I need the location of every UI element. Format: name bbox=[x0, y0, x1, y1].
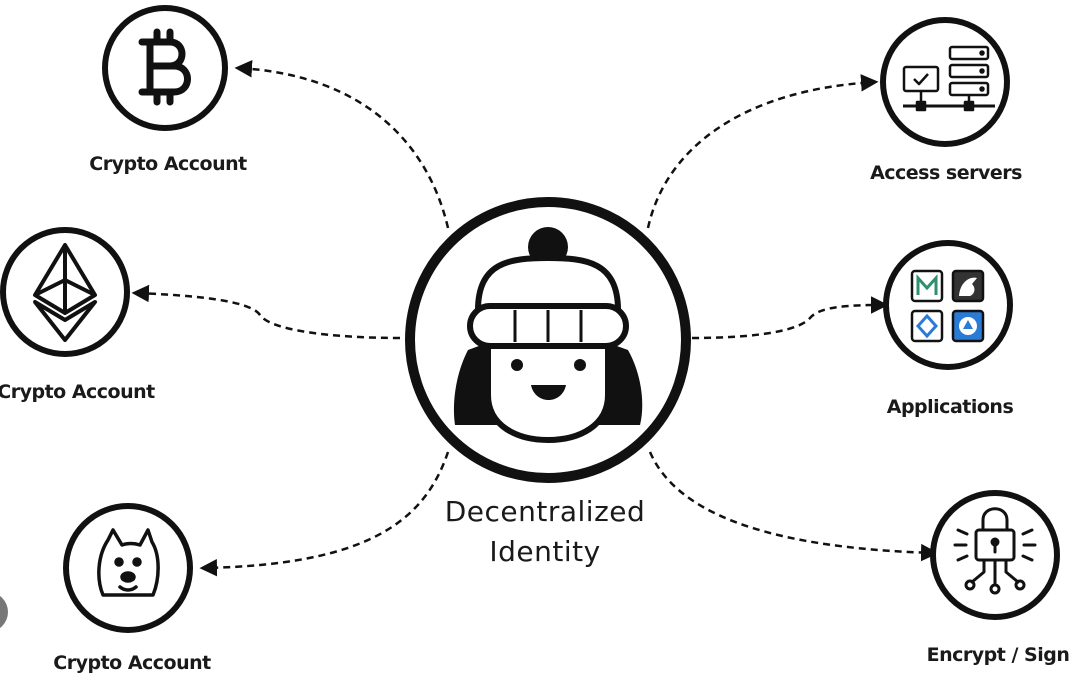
center-title: Decentralized Identity bbox=[445, 492, 646, 572]
label-crypto-account-bitcoin: Crypto Account bbox=[89, 153, 247, 175]
node-access-servers bbox=[880, 17, 1010, 147]
connector-dogecoin bbox=[199, 451, 450, 577]
bitcoin-icon bbox=[138, 28, 191, 106]
edge-decoration bbox=[0, 596, 8, 628]
connector-ethereum bbox=[131, 284, 401, 340]
label-crypto-account-dogecoin: Crypto Account bbox=[53, 652, 211, 674]
center-node bbox=[405, 197, 691, 483]
user-beanie-avatar-icon bbox=[453, 227, 643, 444]
center-title-line2: Identity bbox=[489, 535, 601, 568]
dogecoin-icon bbox=[97, 528, 160, 597]
connector-applications bbox=[691, 296, 889, 340]
connector-encrypt bbox=[648, 451, 939, 562]
node-encrypt-sign bbox=[930, 490, 1060, 620]
node-ethereum bbox=[0, 227, 130, 357]
label-access-servers: Access servers bbox=[870, 162, 1022, 184]
node-bitcoin bbox=[102, 5, 228, 131]
connector-servers bbox=[646, 74, 879, 229]
label-applications: Applications bbox=[886, 396, 1014, 418]
label-encrypt-sign: Encrypt / Sign bbox=[926, 644, 1070, 666]
ethereum-icon bbox=[33, 243, 97, 342]
lock-circuit-icon bbox=[953, 507, 1037, 595]
server-rack-icon bbox=[902, 45, 995, 112]
node-applications bbox=[883, 240, 1013, 370]
app-grid-icon bbox=[910, 269, 985, 343]
node-dogecoin bbox=[63, 503, 193, 633]
center-title-line1: Decentralized bbox=[444, 495, 646, 528]
label-crypto-account-ethereum: Crypto Account bbox=[0, 381, 155, 403]
connector-bitcoin bbox=[234, 60, 450, 229]
